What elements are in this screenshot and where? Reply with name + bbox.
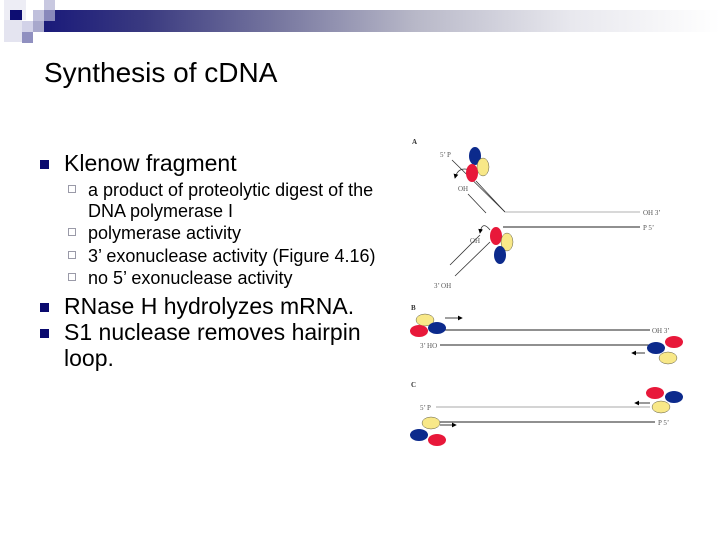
enzyme-yellow-subunit bbox=[476, 157, 490, 177]
panel-b-label: B bbox=[411, 304, 416, 312]
sub-bullet-text: a product of proteolytic digest of the D… bbox=[88, 180, 374, 221]
label-oh-3: OH 3’ bbox=[643, 209, 661, 217]
label-oh-lower: OH bbox=[470, 237, 480, 245]
label-p-5: P 5’ bbox=[658, 419, 669, 427]
panel-a-label: A bbox=[412, 138, 417, 146]
label-5p: 5’ P bbox=[440, 151, 451, 159]
bullet-text: S1 nuclease removes hairpin loop. bbox=[64, 318, 361, 371]
sub-bullet-text: polymerase activity bbox=[88, 223, 242, 243]
slide-title: Synthesis of cDNA bbox=[44, 57, 278, 88]
enzyme-blue-subunit bbox=[665, 391, 683, 403]
enzyme-blue-subunit bbox=[428, 322, 446, 334]
bullet-text: RNase H hydrolyzes mRNA. bbox=[64, 292, 355, 319]
deco-square-5 bbox=[44, 10, 55, 21]
deco-square-6 bbox=[4, 20, 22, 42]
enzyme-yellow-subunit bbox=[421, 416, 441, 430]
panel-c-label: C bbox=[411, 381, 416, 389]
deco-square-2 bbox=[44, 0, 55, 11]
sub-bullet-text: 3’ exonuclease activity (Figure 4.16) bbox=[88, 245, 376, 266]
bullet-text: Klenow fragment bbox=[64, 150, 237, 176]
square-bullet-icon bbox=[40, 160, 49, 169]
panel-b: B OH 3’ 3’ HO bbox=[410, 304, 683, 365]
hollow-square-bullet-icon bbox=[68, 250, 76, 259]
enzyme-red-subunit bbox=[665, 336, 683, 348]
enzyme-yellow-subunit bbox=[500, 232, 514, 252]
label-5p: 5’ P bbox=[420, 404, 431, 412]
deco-square-9 bbox=[22, 32, 33, 43]
hollow-square-bullet-icon bbox=[68, 273, 76, 281]
sub-bullet-proteolytic: a product of proteolytic digest of the D… bbox=[36, 180, 396, 221]
sub-bullet-3-exonuclease: 3’ exonuclease activity (Figure 4.16) bbox=[36, 246, 396, 267]
enzyme-blue-subunit bbox=[647, 342, 665, 354]
enzyme-red-subunit bbox=[466, 164, 478, 182]
enzyme-blue-subunit bbox=[469, 147, 481, 165]
bullet-list: Klenow fragment a product of proteolytic… bbox=[36, 150, 396, 371]
sub-bullet-no-5-exonuclease: no 5’ exonuclease activity bbox=[36, 268, 396, 289]
hollow-square-bullet-icon bbox=[68, 185, 76, 193]
deco-square-8 bbox=[33, 21, 44, 32]
deco-square-3 bbox=[10, 10, 22, 22]
panel-a: A 5’ P OH OH 3’ P 5’ OH bbox=[412, 138, 661, 290]
enzyme-blue-subunit bbox=[494, 246, 506, 264]
enzyme-red-subunit bbox=[490, 227, 502, 245]
square-bullet-icon bbox=[40, 302, 49, 312]
sub-bullet-polymerase: polymerase activity bbox=[36, 223, 396, 244]
sub-bullet-list: a product of proteolytic digest of the D… bbox=[36, 180, 396, 289]
square-bullet-icon bbox=[40, 328, 49, 338]
bullet-rnase-h: RNase H hydrolyzes mRNA. bbox=[36, 293, 396, 319]
enzyme-yellow-subunit bbox=[415, 313, 435, 327]
label-p-5: P 5’ bbox=[643, 224, 654, 232]
header-gradient-bar bbox=[44, 10, 720, 32]
label-oh: OH bbox=[458, 185, 468, 193]
enzyme-yellow-subunit bbox=[658, 351, 678, 365]
bullet-klenow: Klenow fragment bbox=[36, 150, 396, 176]
enzyme-red-subunit bbox=[428, 434, 446, 446]
label-3-ho: 3’ HO bbox=[420, 342, 437, 350]
bullet-s1-nuclease: S1 nuclease removes hairpin loop. bbox=[36, 319, 396, 371]
enzyme-blue-subunit bbox=[410, 429, 428, 441]
enzyme-yellow-subunit bbox=[651, 400, 671, 414]
panel-c: C 5’ P P 5’ bbox=[410, 381, 683, 446]
hollow-square-bullet-icon bbox=[68, 228, 76, 236]
enzyme-red-subunit bbox=[646, 387, 664, 399]
enzyme-red-subunit bbox=[410, 325, 428, 337]
label-oh-3: OH 3’ bbox=[652, 327, 670, 335]
deco-square-7 bbox=[22, 21, 33, 32]
label-3-oh: 3’ OH bbox=[434, 282, 451, 290]
deco-square-4 bbox=[33, 10, 44, 21]
klenow-exonuclease-figure: A 5’ P OH OH 3’ P 5’ OH bbox=[400, 130, 700, 450]
sub-bullet-text: no 5’ exonuclease activity bbox=[88, 268, 293, 288]
